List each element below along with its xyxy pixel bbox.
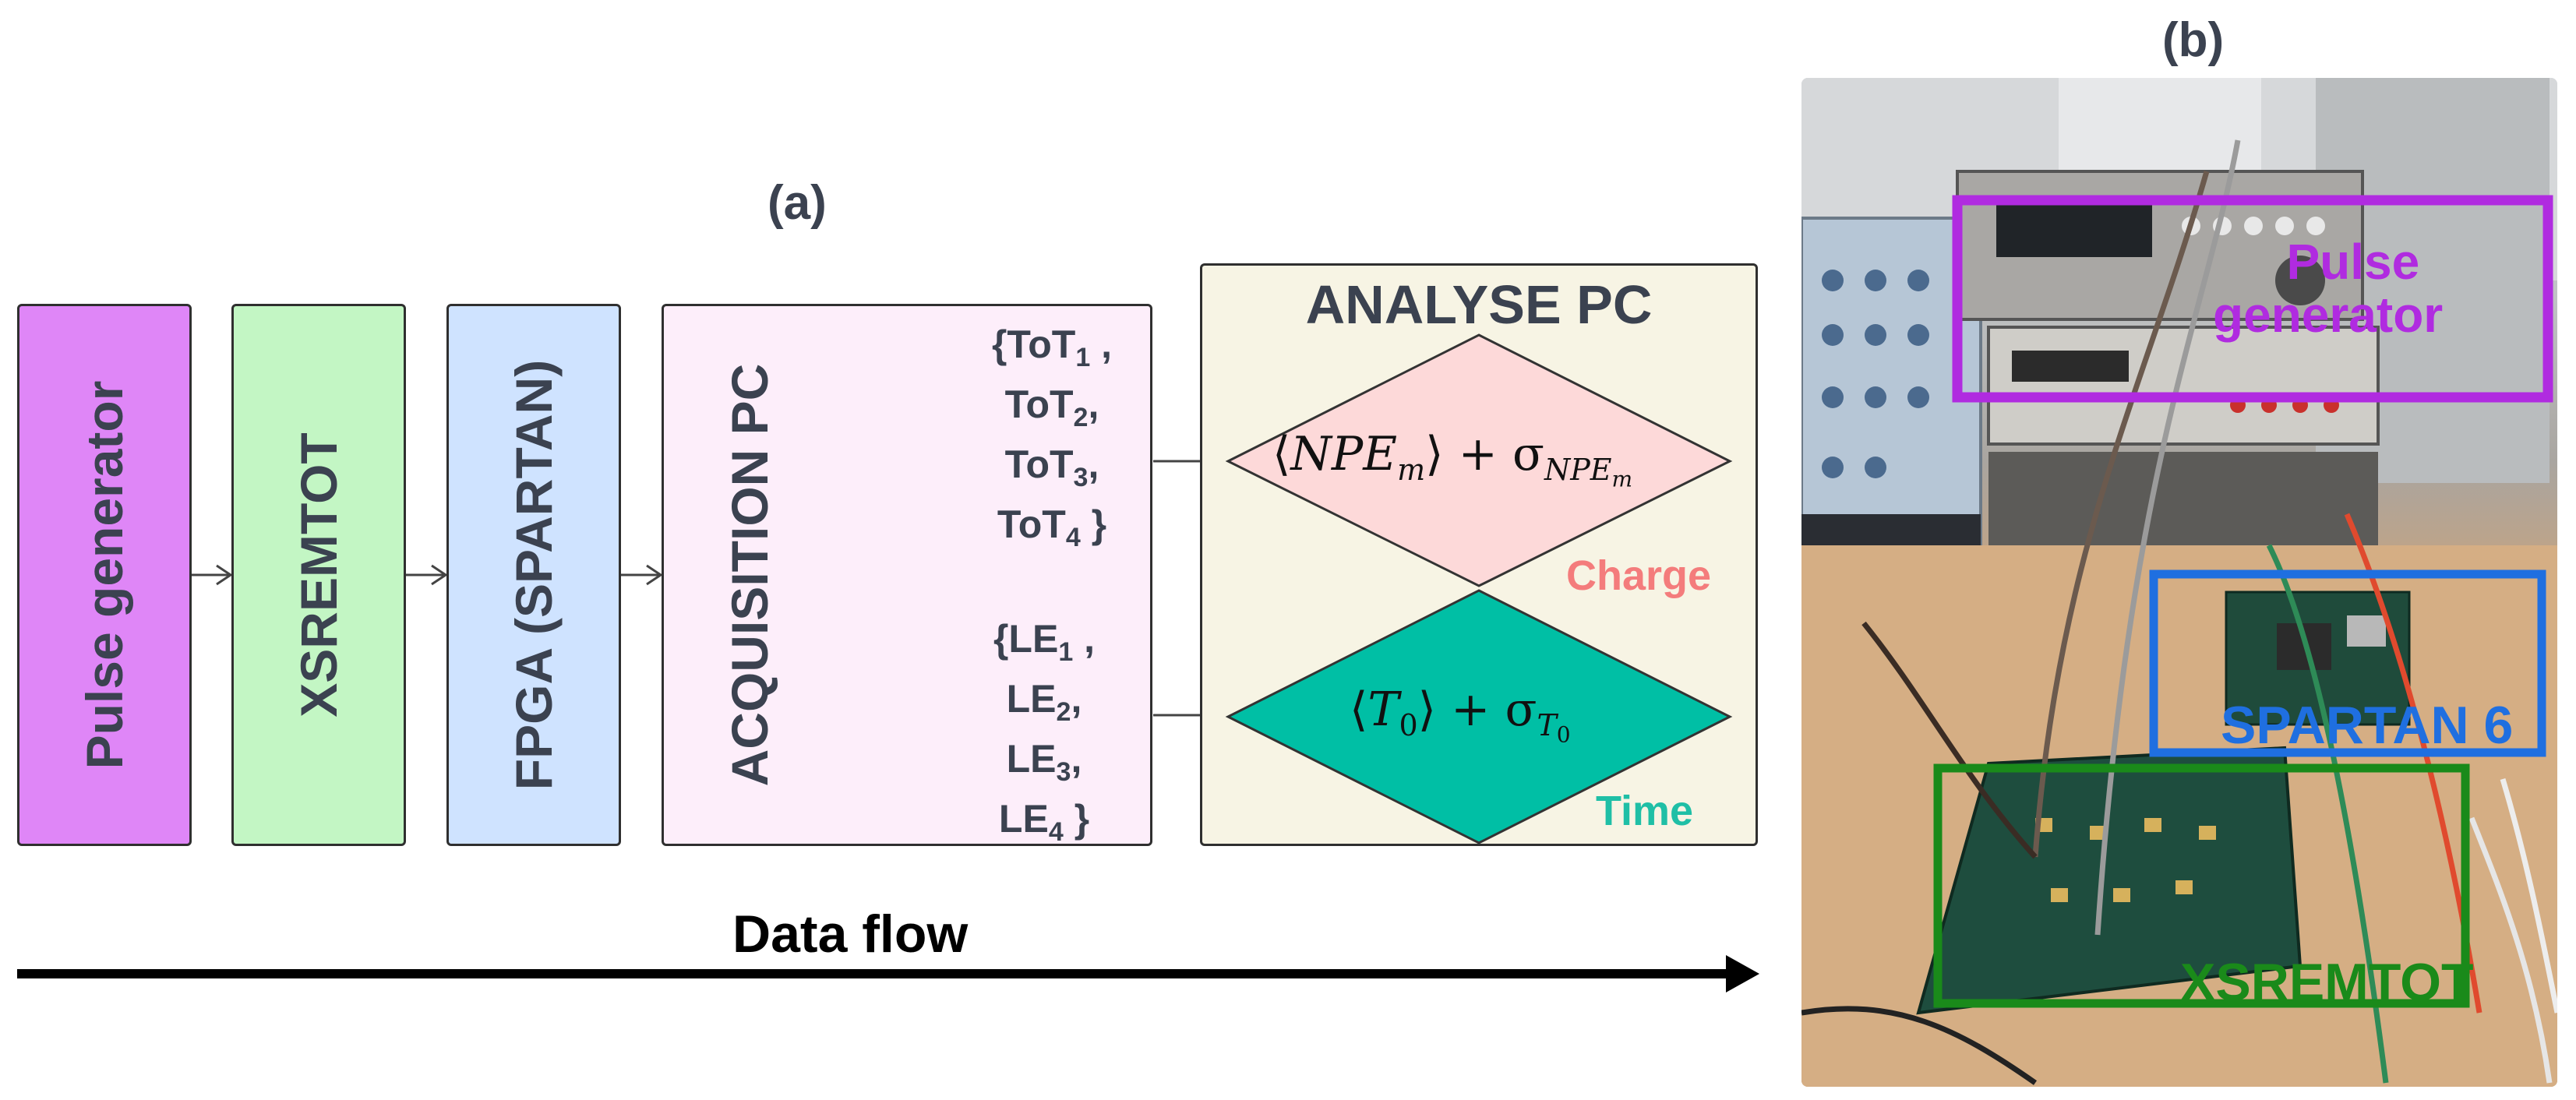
photo-illustration xyxy=(1801,78,2557,1087)
pulse-generator-photo-label: Pulse generator xyxy=(2213,234,2443,341)
time-formula: ⟨T0⟩ + σT0 xyxy=(1350,682,1571,748)
le-2: LE2, xyxy=(1006,677,1082,727)
setup-photo xyxy=(1801,78,2557,1087)
tot-1: {ToT1 , xyxy=(991,323,1113,372)
charge-formula: ⟨NPEm⟩ + σNPEm xyxy=(1272,427,1633,492)
block-xsremtot-label: XSREMTOT xyxy=(290,432,348,717)
pulse-generator-box xyxy=(1952,195,2553,403)
time-diamond xyxy=(1225,589,1733,844)
le-1: {LE1 , xyxy=(993,617,1096,667)
charge-label: Charge xyxy=(1566,552,1712,599)
xsremtot-photo-label: XSREMTOT xyxy=(2180,953,2474,1012)
spartan-6-photo-label: SPARTAN 6 xyxy=(2221,696,2514,755)
block-fpga: FPGA (SPARTAN) xyxy=(446,304,621,846)
block-pulse-generator: Pulse generator xyxy=(17,304,192,846)
tot-2: ToT2, xyxy=(1004,383,1099,432)
pulse-generator-photo-label-line1: Pulse xyxy=(2286,234,2420,290)
block-pulse-generator-label: Pulse generator xyxy=(76,380,133,770)
le-list: {LE1 , LE2, LE3, LE4 } xyxy=(958,615,1130,855)
block-acquisition-pc-label: ACQUISITION PC xyxy=(721,363,778,787)
spartan-6-box xyxy=(2149,569,2546,757)
tot-list: {ToT1 , ToT2, ToT3, ToT4 } xyxy=(958,321,1145,561)
time-label: Time xyxy=(1596,788,1694,834)
xsremtot-box xyxy=(1933,763,2470,1008)
le-3: LE3, xyxy=(1006,737,1082,787)
panel-b-label: (b) xyxy=(2162,13,2225,67)
tot-4: ToT4 } xyxy=(997,502,1107,552)
block-fpga-label: FPGA (SPARTAN) xyxy=(505,359,563,791)
tot-3: ToT3, xyxy=(1004,442,1099,492)
data-flow-label: Data flow xyxy=(732,904,969,964)
le-4: LE4 } xyxy=(998,797,1090,847)
pulse-generator-photo-label-line2: generator xyxy=(2213,287,2444,343)
block-acquisition-pc: ACQUISITION PC xyxy=(662,304,1152,846)
block-xsremtot: XSREMTOT xyxy=(231,304,406,846)
charge-diamond xyxy=(1225,333,1733,587)
analyse-pc-title: ANALYSE PC xyxy=(1305,274,1653,335)
panel-a-label: (a) xyxy=(768,176,827,230)
analyse-diamonds xyxy=(1225,333,1733,844)
